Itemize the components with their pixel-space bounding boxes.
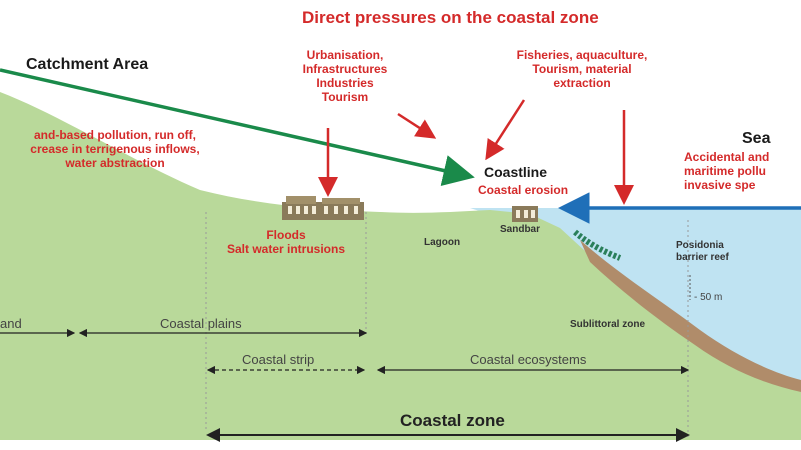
posidonia-reef — [573, 229, 622, 261]
diagram-title: Direct pressures on the coastal zone — [302, 8, 599, 27]
coastal-strip-label: Coastal strip — [242, 352, 315, 367]
fishery-pressures-label: Fisheries, aquaculture, Tourism, materia… — [516, 48, 648, 90]
urban-pressures-label: Urbanisation, Infrastructures Industries… — [302, 48, 388, 104]
land-area — [0, 92, 801, 440]
title-pressure-arrow — [397, 112, 437, 139]
fishery-arrow-left — [485, 99, 526, 161]
catchment-area-label: Catchment Area — [26, 56, 149, 73]
sea-label: Sea — [742, 130, 771, 147]
depth-label: - 50 m — [694, 292, 723, 303]
coastal-plains-label: Coastal plains — [160, 316, 242, 331]
coastline-label: Coastline — [484, 164, 548, 180]
sediment-band — [580, 240, 801, 392]
lagoon-label: Lagoon — [424, 237, 461, 248]
hinterland-label: and — [0, 316, 22, 331]
town-icon — [282, 196, 364, 220]
catchment-arrow — [0, 68, 475, 186]
posidonia-label: Posidonia barrier reef — [676, 240, 729, 263]
coastal-ecosystems-label: Coastal ecosystems — [470, 352, 587, 367]
sublittoral-label: Sublittoral zone — [570, 319, 645, 330]
sandbar-building-icon — [512, 206, 538, 222]
coastal-erosion-label: Coastal erosion — [478, 183, 569, 197]
floods-label: Floods Salt water intrusions — [226, 228, 346, 256]
coastal-zone-label: Coastal zone — [400, 411, 505, 430]
sea-pressures-label: Accidental and maritime pollu invasive s… — [684, 150, 770, 192]
sandbar-label: Sandbar — [500, 224, 541, 235]
land-pressures-label: and-based pollution, run off, crease in … — [30, 128, 200, 170]
